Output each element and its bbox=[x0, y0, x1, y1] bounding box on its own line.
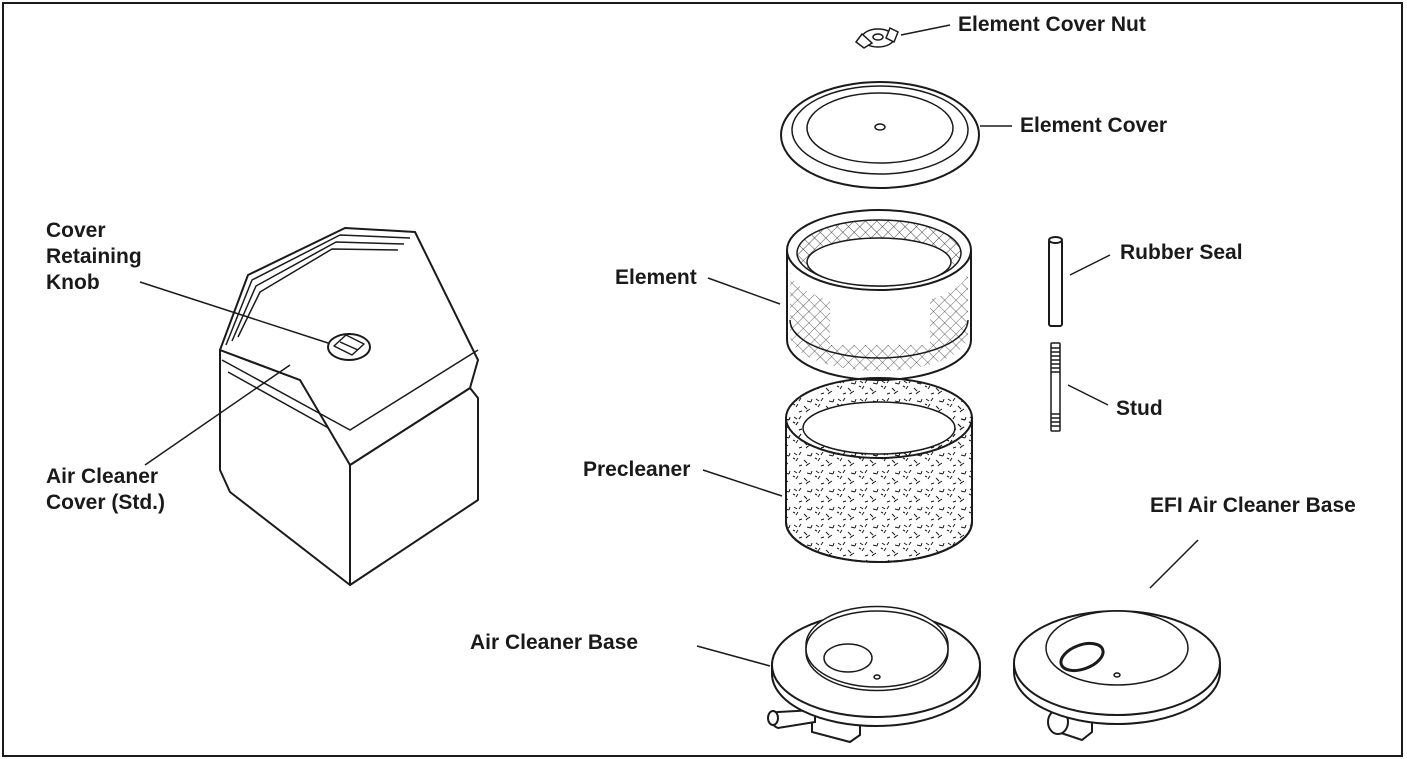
leader-rubber-seal bbox=[1069, 254, 1111, 276]
label-efi-air-cleaner-base: EFI Air Cleaner Base bbox=[1150, 494, 1356, 517]
label-air-cleaner-cover: Air Cleaner Cover (Std.) bbox=[46, 465, 166, 514]
leader-precleaner bbox=[702, 469, 783, 497]
leader-element-cover-nut bbox=[900, 24, 951, 36]
leader-lines-left bbox=[139, 281, 329, 466]
label-precleaner: Precleaner bbox=[583, 458, 691, 481]
air-cleaner-base bbox=[767, 605, 981, 744]
stud bbox=[1050, 342, 1061, 432]
element-cover-nut bbox=[854, 26, 899, 49]
air-cleaner-cover bbox=[219, 227, 479, 586]
rubber-seal bbox=[1048, 236, 1063, 327]
leader-air-cleaner-base bbox=[696, 645, 771, 667]
label-element-cover-nut: Element Cover Nut bbox=[958, 13, 1146, 36]
label-stud: Stud bbox=[1116, 397, 1163, 420]
element-cover bbox=[780, 81, 980, 189]
leader-efi-air-cleaner-base bbox=[1149, 539, 1199, 589]
label-air-cleaner-base: Air Cleaner Base bbox=[470, 631, 639, 654]
precleaner bbox=[785, 377, 973, 563]
efi-air-cleaner-base bbox=[1013, 610, 1221, 742]
label-element-cover: Element Cover bbox=[1020, 114, 1168, 137]
label-rubber-seal: Rubber Seal bbox=[1120, 241, 1243, 264]
label-element: Element bbox=[615, 266, 697, 289]
leader-element bbox=[707, 277, 781, 305]
leader-stud bbox=[1067, 384, 1109, 406]
filter-element bbox=[786, 209, 972, 381]
label-cover-retaining-knob: Cover Retaining Knob bbox=[46, 219, 142, 294]
